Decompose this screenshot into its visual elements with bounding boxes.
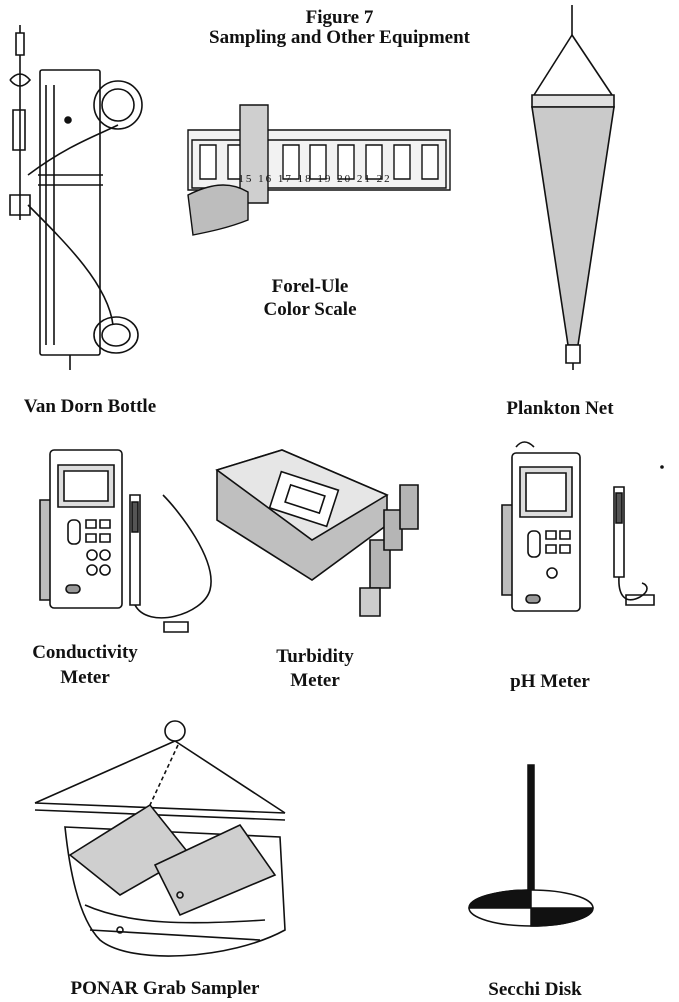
ph-meter-label: pH Meter bbox=[510, 671, 590, 692]
figure-title: Sampling and Other Equipment bbox=[209, 27, 470, 48]
conductivity-meter-label-line2: Meter bbox=[60, 667, 110, 688]
conductivity-meter-illustration bbox=[28, 440, 223, 640]
forel-ule-label-line1: Forel-Ule bbox=[271, 276, 349, 297]
forel-ule-scale-numbers: 15 16 17 18 19 20 21 22 bbox=[238, 173, 392, 185]
plankton-net-label: Plankton Net bbox=[506, 398, 614, 419]
turbidity-meter-illustration bbox=[212, 450, 427, 625]
secchi-disk-illustration bbox=[466, 765, 594, 930]
forel-ule-label-line2: Color Scale bbox=[263, 299, 357, 320]
turbidity-meter-label-line1: Turbidity bbox=[276, 646, 354, 667]
secchi-disk-label: Secchi Disk bbox=[488, 979, 582, 1000]
turbidity-meter-label-line2: Meter bbox=[290, 670, 340, 691]
plankton-net-illustration bbox=[520, 0, 620, 375]
ponar-grab-sampler-illustration bbox=[30, 715, 305, 965]
conductivity-meter-label-line1: Conductivity bbox=[32, 642, 138, 663]
forel-ule-color-scale-illustration bbox=[188, 100, 450, 240]
figure-number: Figure 7 bbox=[305, 7, 374, 28]
ponar-grab-sampler-label: PONAR Grab Sampler bbox=[70, 978, 260, 999]
ph-meter-illustration bbox=[490, 435, 665, 630]
van-dorn-bottle-label: Van Dorn Bottle bbox=[23, 396, 157, 417]
van-dorn-bottle-illustration bbox=[8, 25, 148, 370]
